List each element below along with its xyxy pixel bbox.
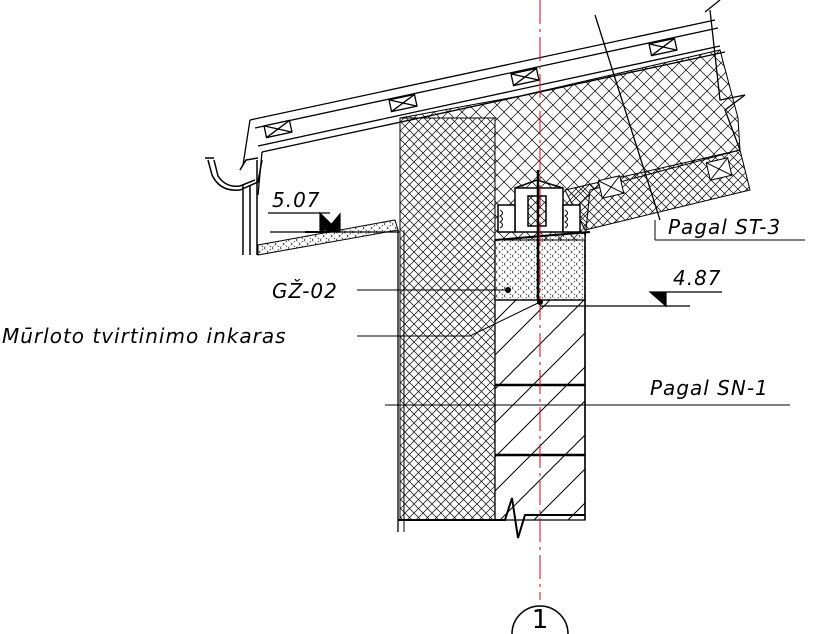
- wall-plate: [497, 170, 581, 300]
- wall-insulation: [397, 117, 496, 532]
- axis-number: 1: [532, 605, 549, 634]
- roof-covering: [242, 0, 746, 221]
- axis-bubble: 1: [511, 605, 569, 634]
- leader-dot-anchor: [537, 299, 543, 305]
- gutter: [205, 157, 263, 255]
- wall-reference-label: Pagal SN-1: [650, 376, 769, 400]
- elevation-marker-bottom: [540, 291, 722, 308]
- lintel-label: GŽ-02: [272, 279, 338, 303]
- anchor-label: Mūrloto tvirtinimo inkaras: [2, 324, 287, 348]
- elevation-marker-top: [268, 211, 400, 233]
- leader-lines: [357, 220, 805, 406]
- elevation-label-top: 5.07: [272, 188, 321, 212]
- leader-dot-lintel: [505, 287, 511, 293]
- roof-reference-label: Pagal ST-3: [668, 215, 781, 239]
- roof-batten-layer: [564, 149, 751, 231]
- elevation-label-bottom: 4.87: [673, 266, 722, 290]
- break-line: [398, 497, 585, 539]
